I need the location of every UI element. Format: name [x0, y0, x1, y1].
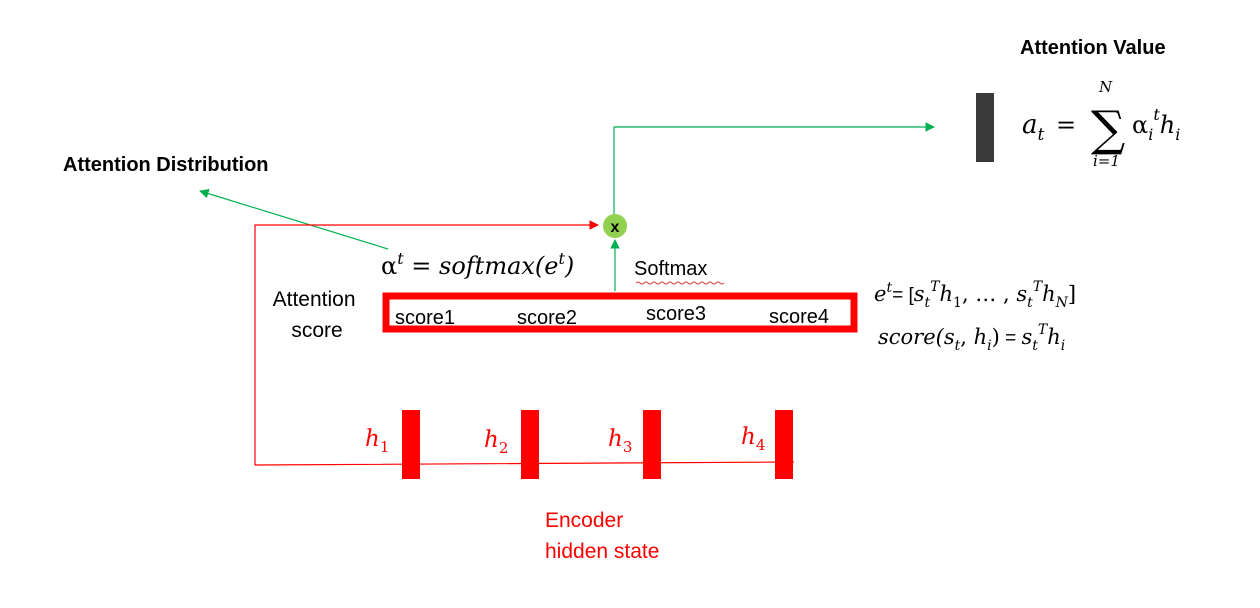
spellcheck-squiggle — [635, 281, 725, 285]
attention-distribution-title: Attention Distribution — [63, 154, 269, 176]
attention-value-bar — [976, 93, 994, 162]
score-box — [382, 292, 858, 333]
encoder-hidden-state-label: Encoder hidden state — [545, 509, 659, 563]
hidden-state-label-1: h1 — [365, 426, 389, 456]
sum-sign: ∑ — [1091, 101, 1125, 157]
sum-lower: i=1 — [1093, 152, 1120, 170]
score-2: score2 — [517, 307, 577, 329]
hidden-state-bar-3 — [643, 410, 661, 479]
hidden-state-bar-1 — [402, 410, 420, 479]
distribution-arrow — [199, 188, 389, 250]
multiply-node — [603, 214, 627, 238]
attention-value-formula: at = ∑ N i=1 αithi — [1022, 78, 1180, 170]
formula-a: a — [1022, 110, 1038, 140]
attention-score-label: Attention score — [273, 288, 362, 342]
hidden-state-label-3: h3 — [608, 426, 632, 456]
svg-text:αithi: αithi — [1132, 105, 1180, 144]
hidden-state-label-4: h4 — [741, 424, 765, 454]
score-4: score4 — [769, 306, 829, 328]
node-to-value-arrow — [613, 122, 935, 214]
softmax-formula: αt = softmax(et) — [381, 249, 574, 280]
e-formula: et= [stTh1, … , stThN] — [874, 279, 1076, 311]
sum-upper: N — [1098, 78, 1113, 96]
svg-text:=: = — [1056, 111, 1076, 139]
score-3: score3 — [646, 303, 706, 325]
hidden-state-label-2: h2 — [484, 427, 508, 457]
hidden-state-bar-4 — [775, 410, 793, 479]
svg-text:at: at — [1022, 110, 1045, 145]
hidden-state-bar-2 — [521, 410, 539, 479]
score-formula: score(st, hi) = stThi — [878, 322, 1065, 354]
attention-value-title: Attention Value — [1020, 37, 1166, 59]
score-1: score1 — [395, 307, 455, 329]
softmax-label: Softmax — [634, 258, 707, 280]
multiply-node-label: x — [611, 219, 620, 236]
